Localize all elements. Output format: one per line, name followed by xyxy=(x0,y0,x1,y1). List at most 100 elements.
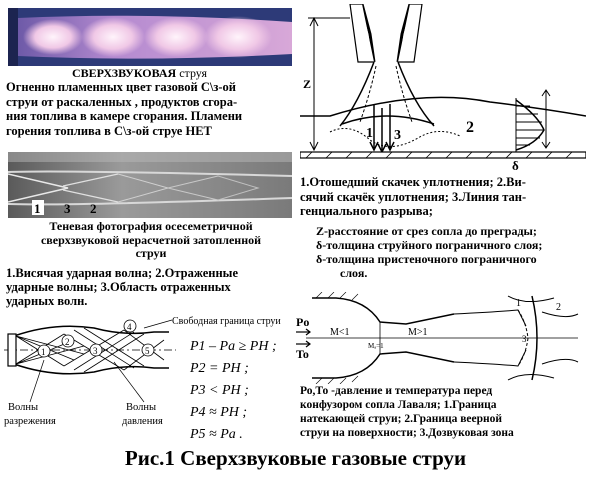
subsonic-zone xyxy=(517,309,529,367)
boundary-label: Свободная граница струи xyxy=(172,316,281,327)
shock-diamond xyxy=(81,17,145,57)
note-jet-layer: δ-толщина струйного пограничного слоя; xyxy=(316,238,543,252)
z-dimension xyxy=(308,16,350,152)
shock-diamond xyxy=(144,17,208,57)
z-label: Z xyxy=(303,77,311,91)
jet-boundary xyxy=(453,309,527,327)
photo-caption-line: сверхзвуковой нерасчетной затопленной xyxy=(40,232,262,247)
barrier-wall xyxy=(531,295,538,381)
inlet-label: To xyxy=(296,347,309,361)
photo-caption: Теневая фотография осесеметричной сверхз… xyxy=(6,219,296,261)
photo-caption-line: струи xyxy=(135,246,167,260)
shock-diamond xyxy=(23,19,83,55)
diagram-label: 1 xyxy=(366,126,373,141)
photo-legend-line: 1.Висячая ударная волна; 2.Отраженные xyxy=(6,266,238,280)
fan-jet-boundary xyxy=(507,295,555,381)
flame-description: Огненно пламенных цвет газовой С\з-ой ст… xyxy=(6,80,296,138)
zone-label: 3 xyxy=(522,334,527,344)
note-z: Z-расстояние от срез сопла до преграды; xyxy=(316,224,537,238)
jet-free-boundary xyxy=(13,325,169,337)
flame-description-line: струи от раскаленных , продуктов сгора- xyxy=(6,94,238,109)
hanging-shock xyxy=(8,173,69,203)
impinging-notes: Z-расстояние от срез сопла до преграды; … xyxy=(316,224,588,280)
region-markers xyxy=(37,319,155,358)
delta-label: δ xyxy=(512,158,519,173)
wave-label: давления xyxy=(122,416,163,427)
underexpanded-jet-scheme: 1 2 3 4 5 Свободная граница струи Волны … xyxy=(4,316,281,427)
impinging-legend-line: сячий скачёк уплотнения; 3.Линия тан- xyxy=(300,189,527,204)
compression-leader xyxy=(113,361,145,403)
wall-hatching xyxy=(305,151,573,159)
figure-caption: Рис.1 Сверхзвуковые газовые струи xyxy=(124,446,467,470)
photo-label: 3 xyxy=(64,201,71,216)
nozzle-exit xyxy=(7,333,17,367)
region-label: 4 xyxy=(127,322,132,332)
formula: P3 < PH ; xyxy=(190,383,249,398)
formula: P5 ≈ Pa . xyxy=(190,427,243,442)
velocity-profile xyxy=(515,98,545,152)
formula: P2 = PH ; xyxy=(190,361,249,376)
shadow-photograph: 1 3 2 xyxy=(8,152,292,218)
region-label: 1 xyxy=(41,347,46,357)
jet-boundary xyxy=(339,61,375,127)
inlet-label: Po xyxy=(296,315,309,329)
jet-boundary xyxy=(8,197,292,206)
nozzle-wall-upper xyxy=(312,297,455,325)
flame-title-bold: СВЕРХЗВУКОВАЯ xyxy=(72,66,177,80)
flow-arrows xyxy=(369,104,395,154)
photo-legend-line: ударных волн. xyxy=(6,294,88,308)
laval-legend-line: струи на поверхности; 3.Дозвуковая зона xyxy=(300,427,514,439)
wave-label: разрежения xyxy=(4,416,56,427)
nozzle xyxy=(349,4,423,63)
laval-legend-line: конфузором сопла Лаваля; 1.Граница xyxy=(300,399,497,411)
supersonic-flame-photo xyxy=(8,8,292,66)
nozzle-exit xyxy=(8,8,18,66)
impinging-legend-line: генциального разрыва; xyxy=(300,204,433,218)
wave-label: Волны xyxy=(8,402,38,413)
wave-label: Волны xyxy=(126,402,156,413)
delta-symbol: δ xyxy=(316,238,323,252)
mach-label: M>1 xyxy=(408,327,428,338)
delta-symbol: δ xyxy=(316,252,323,266)
formula: P4 ≈ PH ; xyxy=(190,405,248,420)
mach-label: M<1 xyxy=(330,327,350,338)
detached-shock xyxy=(341,115,435,125)
impinging-jet-diagram: Z xyxy=(300,4,586,173)
laval-legend-line: натекающей струи; 2.Граница веерной xyxy=(300,413,503,425)
note-wall-layer: δ-толщина пристеночного пограничного xyxy=(316,252,537,266)
hanging-shock xyxy=(359,65,413,123)
photo-legend: 1.Висячая ударная волна; 2.Отраженные уд… xyxy=(6,266,296,308)
flame-title-normal: струя xyxy=(179,66,208,80)
nozzle-wall-lower xyxy=(312,351,455,379)
laval-legend-line: Ро,То -давление и температура перед xyxy=(300,385,493,397)
photo-legend-line: ударные волны; 3.Область отраженных xyxy=(6,280,231,294)
region-label: 3 xyxy=(93,346,98,356)
jet-boundary xyxy=(8,170,292,177)
impinging-legend: 1.Отошедший скачек уплотнения; 2.Ви- сяч… xyxy=(300,175,588,219)
laval-nozzle-diagram: Po To M<1 Mₐ=1 M>1 1 2 3 xyxy=(296,292,579,384)
diagram-label: 2 xyxy=(466,119,474,136)
region-label: 2 xyxy=(65,337,70,347)
inlet-arrows xyxy=(296,328,311,348)
impinging-legend-line: 1.Отошедший скачек уплотнения; 2.Ви- xyxy=(300,175,526,189)
boundary-leader xyxy=(143,319,173,329)
region-label: 5 xyxy=(145,346,150,356)
flame-description-line: ния топлива в камере сгорания. Пламени xyxy=(6,109,243,123)
boundary-layer-thickness xyxy=(541,89,551,149)
photo-label: 1 xyxy=(34,201,41,216)
tangential-discontinuity xyxy=(329,127,461,147)
mach-label: Mₐ=1 xyxy=(368,342,384,350)
jet-boundary xyxy=(453,349,527,367)
flame-title: СВЕРХЗВУКОВАЯ струя xyxy=(72,66,207,81)
formula: P1 – Pa ≥ PH ; xyxy=(190,339,277,354)
laval-legend: Ро,То -давление и температура перед конф… xyxy=(300,384,588,440)
photo-label: 2 xyxy=(90,201,97,216)
note-wall-layer-cont: слоя. xyxy=(340,266,368,280)
flame-description-line: Огненно пламенных цвет газовой С\з-ой xyxy=(6,80,236,94)
rarefaction-leader xyxy=(29,359,45,403)
nozzle-hatching xyxy=(315,292,359,384)
shock-diamond xyxy=(204,16,272,58)
zone-label: 1 xyxy=(516,298,521,309)
flame-description-line: горения топлива в С\з-ой струе НЕТ xyxy=(6,123,212,138)
